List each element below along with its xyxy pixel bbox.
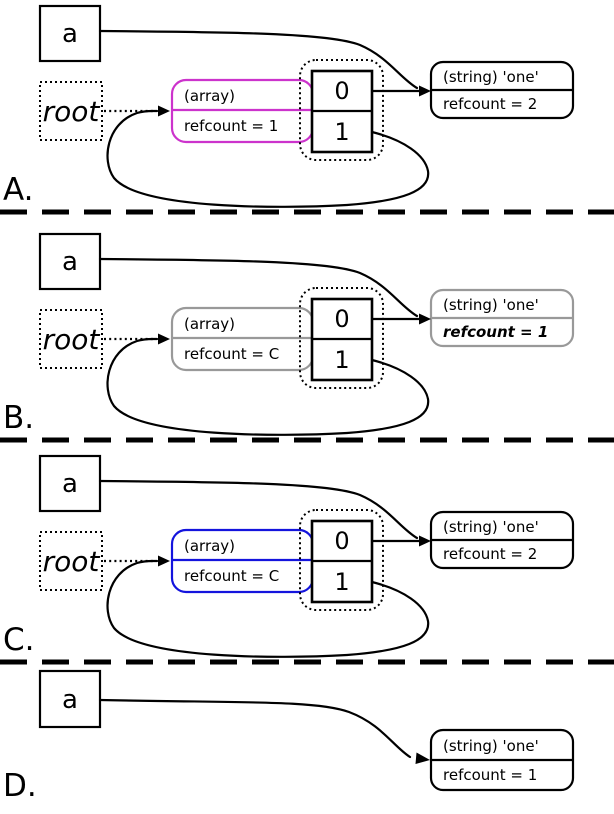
arrowhead-to-array	[158, 333, 170, 345]
variable-box: a	[38, 232, 102, 291]
arrowhead-to-string	[419, 535, 431, 547]
hashtable-dotted-container	[299, 59, 384, 161]
array-type-text: (array)	[184, 315, 235, 333]
variable-outline	[38, 669, 102, 729]
arrowhead-to-string	[419, 85, 431, 97]
panel-label: C.	[3, 622, 35, 658]
string-zval-box: (string) 'one' refcount = 1	[429, 728, 575, 792]
cell-0-text: 0	[334, 305, 349, 333]
variable-box: a	[38, 669, 102, 729]
cell-0-text: 0	[334, 77, 349, 105]
arrowhead-to-string	[419, 313, 431, 325]
variable-outline	[38, 4, 102, 63]
cell-1-text: 1	[334, 118, 349, 146]
panel-a: (array) refcount = 1 0 1 (string) 'one' …	[0, 4, 614, 215]
arrowhead-to-array	[158, 555, 170, 567]
root-box: root	[39, 81, 103, 141]
panel-d: (string) 'one' refcount = 1 a D.	[3, 669, 575, 804]
root-outline	[39, 531, 103, 591]
string-zval-box: (string) 'one' refcount = 2	[429, 60, 575, 120]
variable-box: a	[38, 4, 102, 63]
cell-1-text: 1	[334, 346, 349, 374]
root-box: root	[39, 309, 103, 369]
root-text: root	[43, 95, 101, 128]
array-refcount-text: refcount = C	[184, 345, 279, 363]
string-type-text: (string) 'one'	[443, 737, 539, 755]
array-cells-box: 0 1	[310, 519, 374, 604]
variable-name-text: a	[62, 469, 78, 499]
array-type-text: (array)	[184, 87, 235, 105]
cell-1-text: 1	[334, 568, 349, 596]
panel-label: A.	[3, 172, 34, 208]
root-outline	[39, 81, 103, 141]
string-refcount-text: refcount = 1	[443, 323, 548, 341]
variable-pointer-line	[98, 29, 419, 90]
variable-name-text: a	[62, 19, 78, 49]
string-refcount-text: refcount = 2	[443, 545, 537, 563]
variable-outline	[38, 454, 102, 513]
arrowhead-to-string	[415, 752, 430, 764]
string-refcount-text: refcount = 1	[443, 766, 537, 784]
variable-name-text: a	[62, 247, 78, 277]
panel-label: B.	[3, 400, 34, 436]
string-type-text: (string) 'one'	[443, 296, 539, 314]
array-cells-box: 0 1	[310, 69, 374, 154]
variable-name-text: a	[62, 685, 78, 715]
array-cells-box: 0 1	[310, 297, 374, 382]
panel-label: D.	[3, 768, 37, 804]
root-text: root	[43, 323, 101, 356]
root-outline	[39, 309, 103, 369]
cell-0-text: 0	[334, 527, 349, 555]
root-text: root	[43, 545, 101, 578]
hashtable-dotted-container	[299, 287, 384, 389]
panel-c: (array) refcount = C 0 1 (string) 'one' …	[0, 454, 614, 665]
panel-b: (array) refcount = C 0 1 (string) 'one' …	[0, 232, 614, 443]
array-refcount-text: refcount = C	[184, 567, 279, 585]
array-zval-box: (array) refcount = C	[170, 528, 315, 594]
variable-outline	[38, 232, 102, 291]
string-refcount-text: refcount = 2	[443, 95, 537, 113]
variable-pointer-line	[98, 479, 419, 540]
string-type-text: (string) 'one'	[443, 68, 539, 86]
cell1-cycle-line	[106, 559, 430, 658]
cell1-cycle-line	[106, 337, 430, 436]
variable-box: a	[38, 454, 102, 513]
array-type-text: (array)	[184, 537, 235, 555]
array-zval-box: (array) refcount = C	[170, 306, 315, 372]
cell1-cycle-line	[106, 109, 430, 208]
root-box: root	[39, 531, 103, 591]
hashtable-dotted-container	[299, 509, 384, 611]
array-zval-box: (array) refcount = 1	[170, 78, 315, 144]
string-zval-box: (string) 'one' refcount = 1	[429, 288, 575, 348]
array-refcount-text: refcount = 1	[184, 117, 278, 135]
string-type-text: (string) 'one'	[443, 518, 539, 536]
variable-pointer-line	[98, 257, 419, 318]
variable-pointer-line	[98, 698, 412, 759]
string-zval-box: (string) 'one' refcount = 2	[429, 510, 575, 570]
arrowhead-to-array	[158, 105, 170, 117]
